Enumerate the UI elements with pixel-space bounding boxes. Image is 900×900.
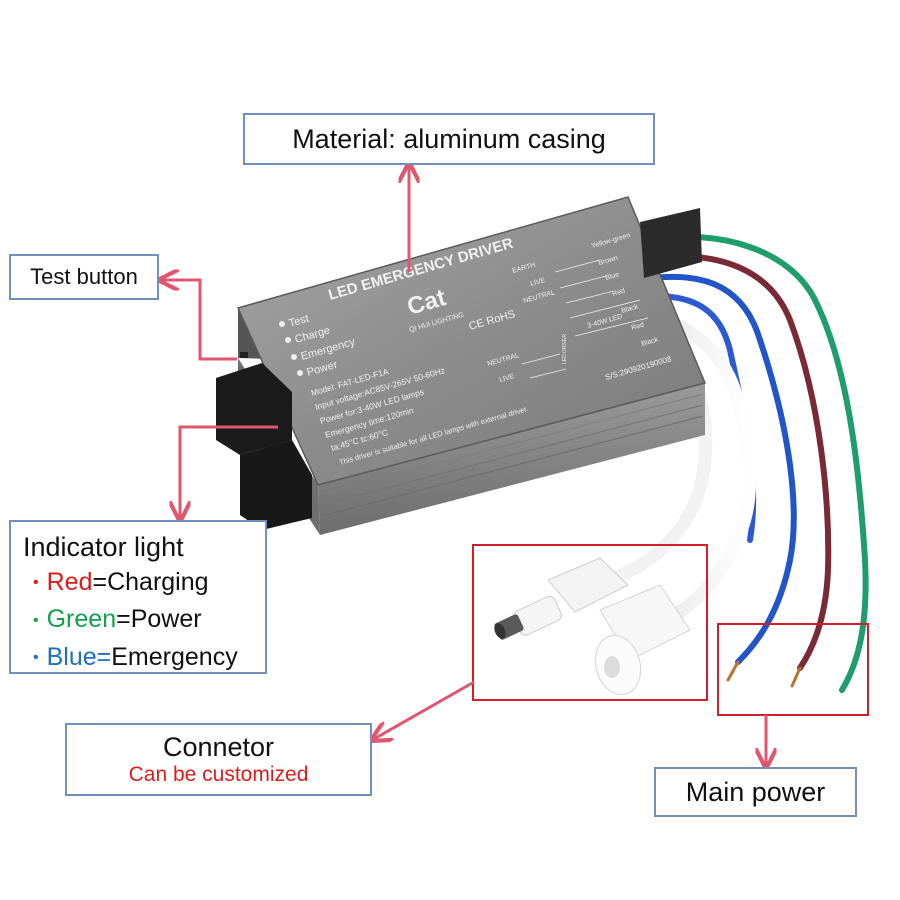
wiring-lines <box>521 259 649 379</box>
indicator-color-green: Green <box>46 605 117 634</box>
white-cable-1 <box>651 311 756 627</box>
indicator-color-red: Red <box>46 568 93 596</box>
copper-tip-left <box>726 660 740 682</box>
blue-wire <box>649 273 797 665</box>
indicator-arrow <box>180 425 278 518</box>
term-live: LIVE <box>530 277 547 288</box>
end-clamp-upper <box>216 363 292 455</box>
wire-color-2: Blue <box>605 271 620 282</box>
indicator-item-red: • Red=Charging <box>23 564 265 601</box>
indicator-title: Indicator light <box>23 532 184 562</box>
connector-arrow <box>374 680 475 739</box>
dc-connectors <box>494 557 691 696</box>
test-button-hole[interactable] <box>240 352 248 358</box>
wire-color-5: Red <box>631 322 645 332</box>
indicator-meaning-charging: =Charging <box>92 568 209 596</box>
connector-label: Connetor Can be customized <box>65 723 372 796</box>
casing-front <box>318 383 705 535</box>
wire-color-6: Black <box>641 336 660 348</box>
indicator-item-green: • Green=Power <box>23 601 265 638</box>
indicator-item-blue: • Blue=Emergency <box>23 639 265 676</box>
green-wire <box>645 233 869 693</box>
wire-color-3: Red <box>612 288 626 298</box>
connector-title: Connetor <box>162 731 275 762</box>
term-bottom-live: LIVE <box>499 373 516 384</box>
connector-highlight <box>472 544 708 701</box>
copper-tip-right <box>790 666 802 688</box>
end-clamp-lower <box>240 440 312 530</box>
main-power-label: Main power <box>654 767 857 817</box>
driver-casing <box>216 196 707 535</box>
material-label: Material: aluminum casing <box>243 113 655 165</box>
led-label-test: Test <box>288 313 311 330</box>
brown-wire <box>647 253 832 671</box>
material-text: Material: aluminum casing <box>292 123 606 154</box>
driver-label: LED DRIVER <box>562 334 568 364</box>
test-button-text: Test button <box>30 264 138 289</box>
test-button-arrow <box>162 280 237 361</box>
indicator-meaning-power: =Power <box>116 605 202 634</box>
bullet-icon: • <box>33 611 39 629</box>
wire-color-4: Black <box>621 303 640 315</box>
test-button-label: Test button <box>9 254 159 300</box>
callout-arrows <box>162 166 766 765</box>
main-power-highlight <box>717 623 869 716</box>
main-power-text: Main power <box>685 776 826 807</box>
connector-note: Can be customized <box>128 762 309 786</box>
indicator-light-label: Indicator light • Red=Charging • Green=Pow… <box>9 520 267 674</box>
indicator-color-blue: Blue= <box>46 642 112 671</box>
indicator-meaning-emergency: Emergency <box>111 642 238 671</box>
bullet-icon: • <box>33 574 39 592</box>
bullet-icon: • <box>33 649 39 667</box>
